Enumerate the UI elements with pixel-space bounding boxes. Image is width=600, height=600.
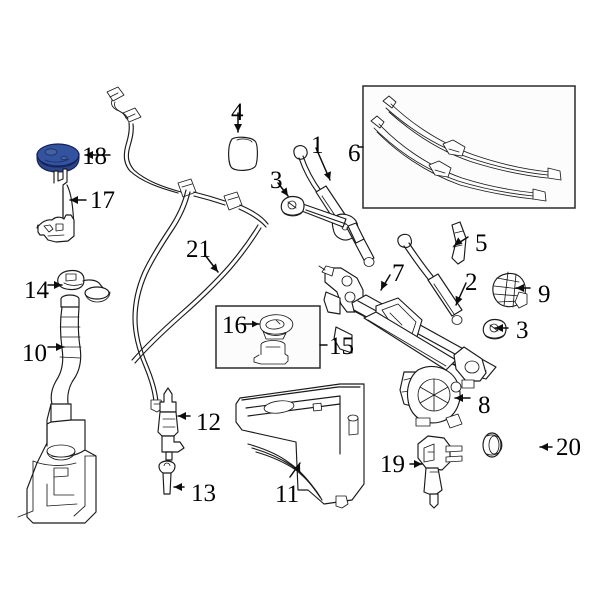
washer-fluid-pump	[157, 387, 185, 461]
wiper-blade-upper	[382, 95, 562, 181]
washer-reservoir-shield	[235, 383, 365, 509]
washer-nozzle-flat	[259, 314, 294, 340]
wiper-arm-front	[291, 145, 375, 267]
washer-reservoir-tank	[17, 403, 97, 524]
wiper-arm-nut-cover-lower	[482, 318, 507, 340]
reservoir-mounting-bolt	[158, 460, 176, 495]
washer-reservoir-cap-14	[57, 269, 111, 303]
washer-reservoir-filler-neck	[50, 294, 82, 405]
washer-reservoir-bracket	[36, 168, 75, 243]
wiper-linkage	[318, 265, 497, 389]
wiper-blade-panel	[357, 85, 576, 209]
wiper-blade-lower	[370, 115, 547, 202]
headlamp-washer-nozzle	[417, 435, 463, 509]
wiper-arm-passenger	[397, 233, 463, 325]
leader-lines	[47, 112, 553, 491]
washer-reservoir-cap-highlighted	[36, 143, 80, 173]
washer-hose-grommet	[228, 136, 258, 171]
nozzle-panel	[215, 305, 328, 369]
wiper-motor	[399, 365, 463, 429]
washer-nozzle-cylindrical	[253, 340, 289, 365]
wiper-arm-nut-cover-upper	[280, 195, 305, 217]
headlamp-washer-seal	[482, 432, 503, 458]
